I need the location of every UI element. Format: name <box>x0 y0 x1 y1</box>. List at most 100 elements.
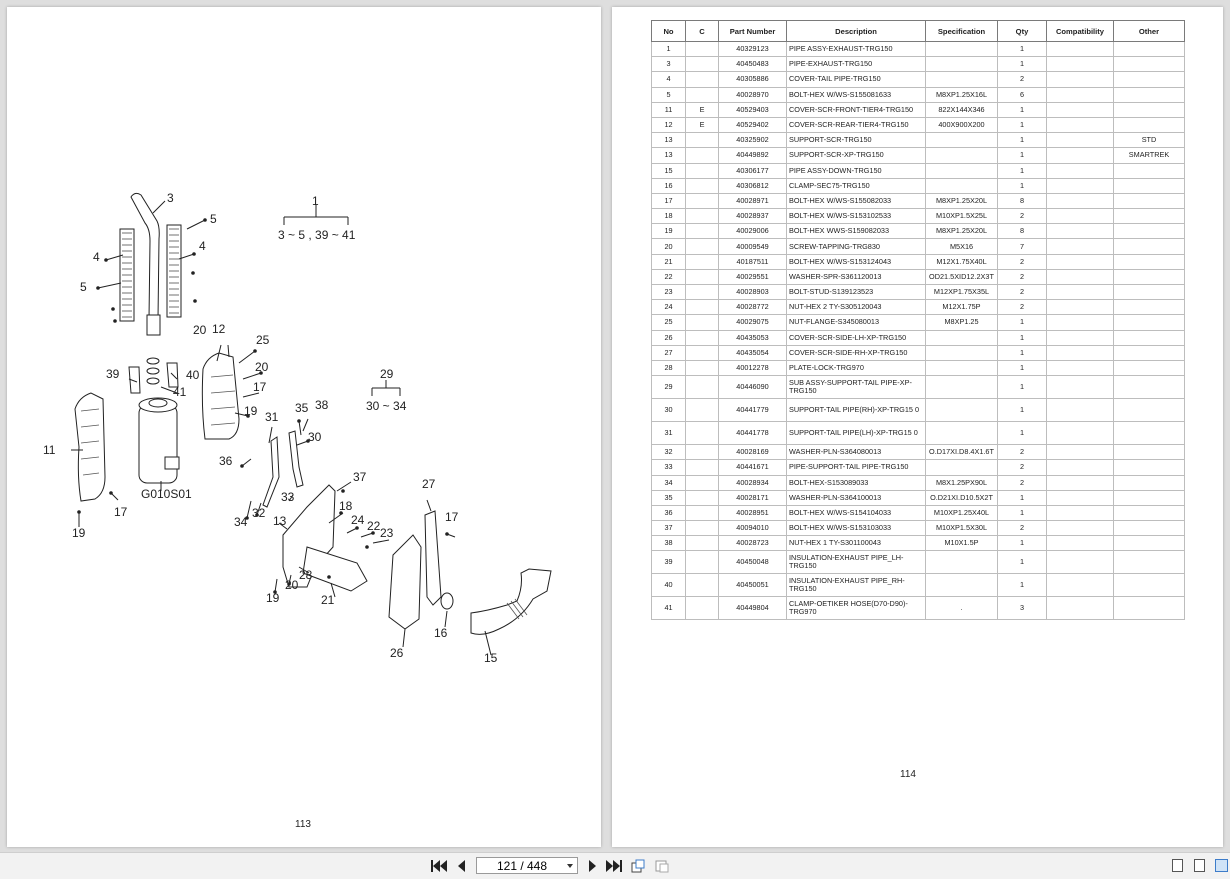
table-cell <box>1046 459 1114 476</box>
single-page-view-button[interactable] <box>1172 859 1183 872</box>
table-cell <box>1046 192 1114 210</box>
table-cell <box>1113 535 1185 552</box>
table-cell: 40305886 <box>718 71 787 88</box>
table-cell <box>685 253 719 270</box>
facing-pages-view-button[interactable] <box>1215 859 1228 872</box>
table-cell: 7 <box>997 238 1047 255</box>
table-cell <box>1046 504 1114 522</box>
page-number: 113 <box>295 819 311 830</box>
table-cell: 1 <box>997 504 1047 522</box>
scr-front-cover-part <box>74 392 106 502</box>
column-header: Other <box>1113 20 1185 42</box>
viewer-toolbar: 121 / 448 <box>0 852 1230 879</box>
table-cell: 1 <box>997 132 1047 149</box>
column-header: Description <box>786 20 926 42</box>
table-cell <box>685 359 719 377</box>
table-cell: 2 <box>997 283 1047 301</box>
first-page-button[interactable] <box>430 857 448 875</box>
table-cell: 24 <box>651 299 686 316</box>
table-cell: 2 <box>997 299 1047 316</box>
table-cell: 40306812 <box>718 177 787 194</box>
table-cell: 1 <box>997 147 1047 164</box>
last-page-button[interactable] <box>605 857 623 875</box>
table-cell <box>1046 329 1114 346</box>
table-cell: SCREW-TAPPING-TRG830 <box>786 238 926 255</box>
callout-1: 1 <box>312 194 319 208</box>
table-cell <box>1113 314 1185 331</box>
table-cell: 39 <box>651 550 686 575</box>
table-cell: BOLT-HEX-S153089033 <box>786 474 926 491</box>
table-cell: INSULATION-EXHAUST PIPE_RH-TRG150 <box>786 573 926 598</box>
table-cell <box>1046 283 1114 301</box>
table-cell: SUPPORT-SCR-XP-TRG150 <box>786 147 926 164</box>
table-cell <box>685 344 719 361</box>
next-page-button[interactable] <box>583 857 601 875</box>
table-cell: 21 <box>651 253 686 270</box>
continuous-view-button[interactable] <box>1194 859 1205 872</box>
table-cell <box>1113 40 1185 58</box>
previous-page-button[interactable] <box>452 857 470 875</box>
table-cell: 40329123 <box>718 40 787 58</box>
table-cell: BOLT-HEX W/WS-S154104033 <box>786 504 926 522</box>
table-cell: 1 <box>997 177 1047 194</box>
table-cell: 38 <box>651 535 686 552</box>
support-tail-pipe-rh-part <box>288 430 304 488</box>
table-cell: E <box>685 116 719 134</box>
table-cell: 40449804 <box>718 596 787 621</box>
table-cell: WASHER-PLN-S364100013 <box>786 489 926 506</box>
table-cell: 40 <box>651 573 686 598</box>
table-cell: 40009549 <box>718 238 787 255</box>
fit-page-button[interactable] <box>653 857 671 875</box>
table-cell <box>1113 344 1185 361</box>
table-cell <box>1046 101 1114 118</box>
table-cell <box>925 329 998 346</box>
table-cell: 1 <box>997 535 1047 552</box>
table-cell <box>685 132 719 149</box>
table-cell <box>1113 329 1185 346</box>
table-cell: 40187511 <box>718 253 787 270</box>
callout-19: 19 <box>266 591 280 605</box>
table-cell: 1 <box>997 162 1047 179</box>
table-cell: 12 <box>651 116 686 134</box>
clamp-sec75-part <box>440 592 454 610</box>
table-cell <box>1113 504 1185 522</box>
table-cell: O.D17XI.D8.4X1.6T <box>925 444 998 461</box>
table-cell <box>1046 344 1114 361</box>
table-cell: 2 <box>997 268 1047 286</box>
table-cell <box>1113 596 1185 621</box>
table-cell <box>685 56 719 73</box>
table-cell <box>1046 421 1114 446</box>
table-cell: 36 <box>651 504 686 522</box>
table-cell: NUT-FLANGE-S345080013 <box>786 314 926 331</box>
table-cell <box>925 40 998 58</box>
rotate-view-button[interactable] <box>629 857 647 875</box>
table-cell <box>925 162 998 179</box>
table-cell: 2 <box>997 71 1047 88</box>
page-selector[interactable]: 121 / 448 <box>476 857 578 874</box>
table-cell <box>925 421 998 446</box>
table-cell: 18 <box>651 208 686 225</box>
table-cell: 1 <box>997 489 1047 506</box>
table-cell <box>1113 208 1185 225</box>
table-cell <box>685 86 719 103</box>
table-cell: 40435053 <box>718 329 787 346</box>
table-cell: 40450483 <box>718 56 787 73</box>
table-cell <box>1046 535 1114 552</box>
table-cell: SMARTREK <box>1113 147 1185 164</box>
table-cell <box>685 283 719 301</box>
table-cell: M5X16 <box>925 238 998 255</box>
callout-40: 40 <box>186 368 200 382</box>
table-cell: COVER-SCR-SIDE-RH-XP-TRG150 <box>786 344 926 361</box>
table-cell: 40094010 <box>718 520 787 537</box>
table-cell: 29 <box>651 375 686 400</box>
table-cell: 40441671 <box>718 459 787 476</box>
